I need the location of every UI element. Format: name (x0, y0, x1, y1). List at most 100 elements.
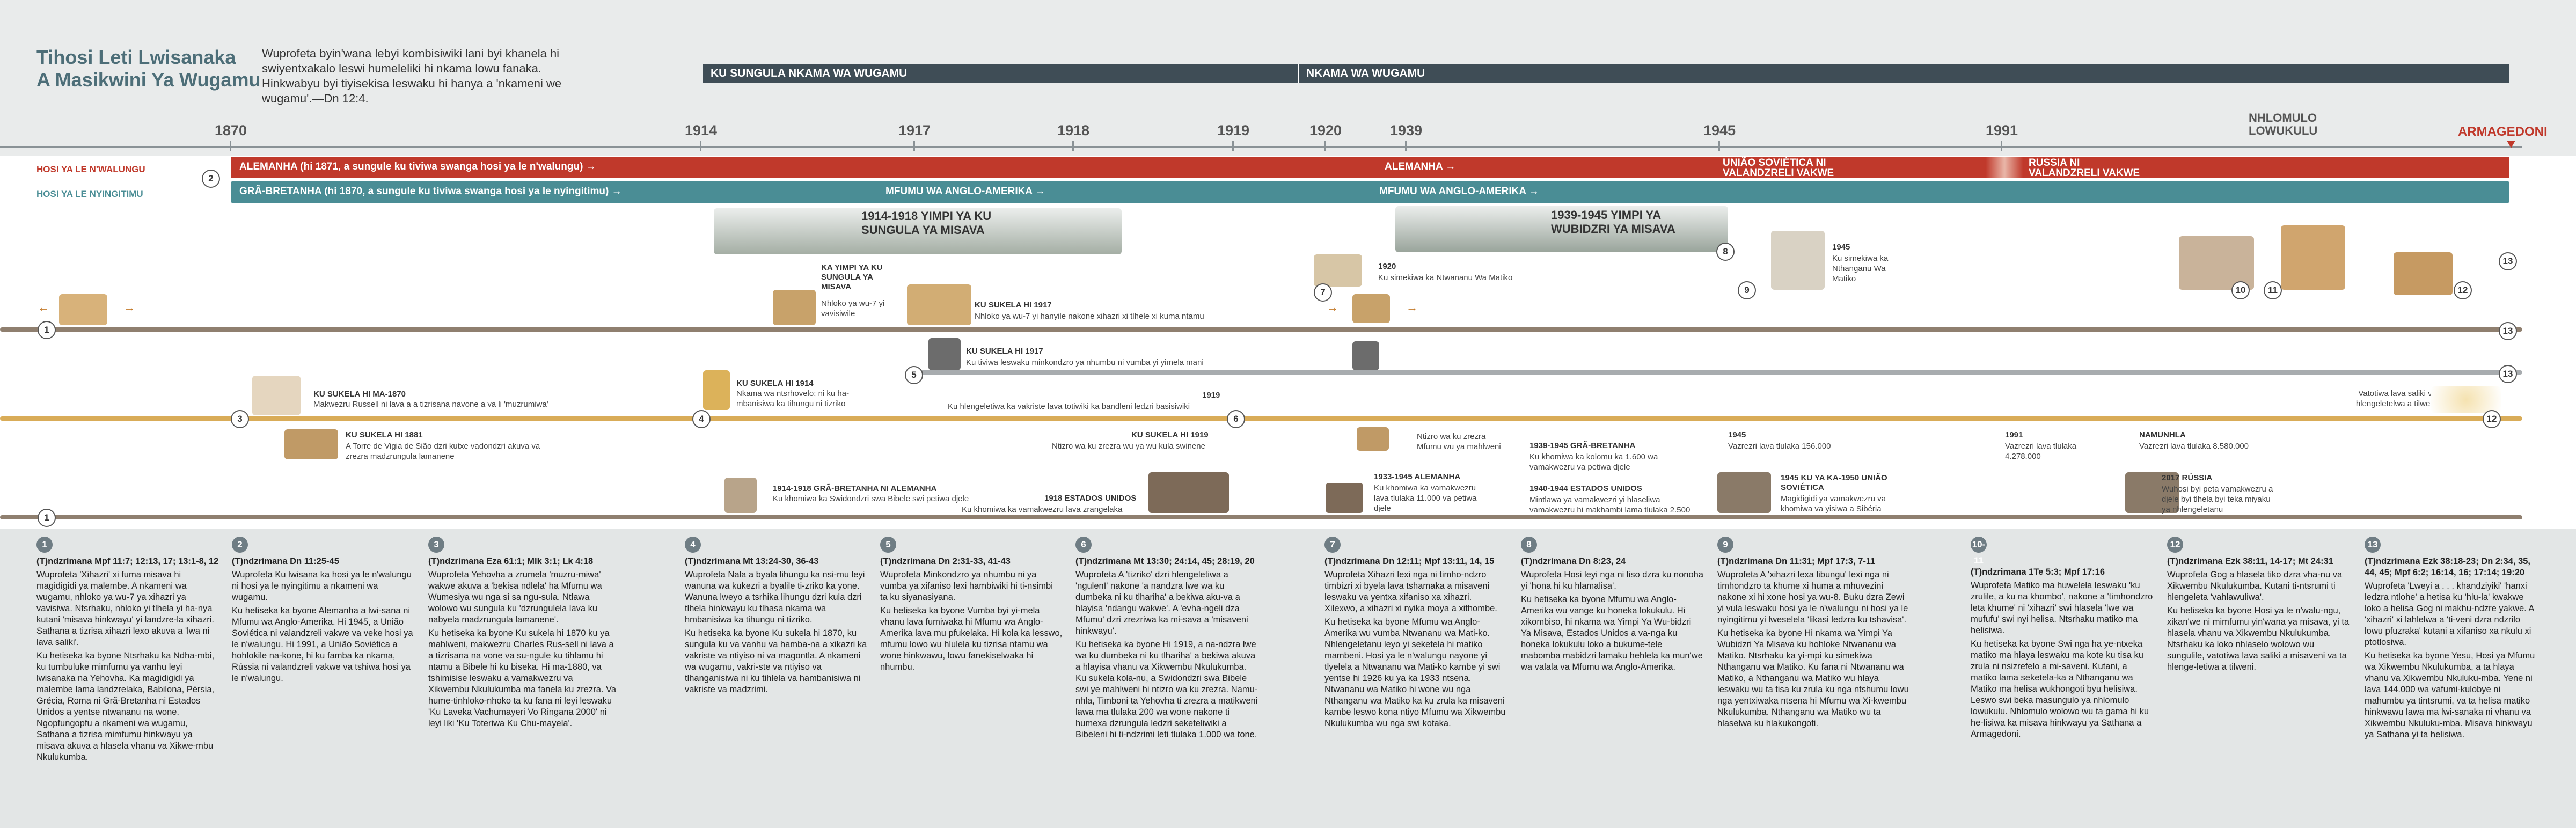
column-number: 12 (2167, 537, 2183, 553)
event-1940-text: Mintlawa ya vamakwezri yi hlaseliwa vama… (1529, 495, 1690, 515)
ww2-illustration (1395, 206, 1728, 252)
year-1945: 1945 (1703, 122, 1736, 138)
north-bar-fade (1986, 157, 2023, 178)
page-title: Tihosi Leti Lwisanaka A Masikwini Ya Wug… (36, 46, 261, 91)
south-bar-text-1: GRÃ-BRETANHA (hi 1870, a sungule ku tivi… (239, 186, 622, 197)
column-fulfillment: Ku hetiseka ka byone Hi nkama wa Yimpi Y… (1717, 628, 1909, 728)
column-reference: (T)ndzrimana Ezk 38:18-23; Dn 2:34, 35, … (2365, 556, 2531, 577)
russell-illustration (252, 376, 301, 415)
column-reference: (T)ndzrimana Dn 8:23, 24 (1521, 556, 1626, 566)
russia-illustration (2125, 472, 2179, 513)
train-illustration (1717, 472, 1771, 513)
brothers-illustration (1148, 472, 1229, 513)
north-bar-text-3: UNIÃO SOVIÉTICA NI VALANDZRELI VAKWE → (1723, 157, 1834, 188)
column-reference: (T)ndzrimana Ezk 38:11, 14-17; Mt 24:31 (2167, 556, 2333, 566)
event-1870-text: Makwezru Russell ni lava a a tizrisana n… (313, 400, 548, 409)
column-number: 3 (428, 537, 444, 553)
league-building-illustration (1314, 254, 1362, 287)
arrow-left: ← (38, 301, 49, 314)
wounded-head-illustration (773, 290, 816, 325)
north-king-bar (231, 157, 2509, 178)
explanation-column: 12 (T)ndzrimana Ezk 38:11, 14-17; Mt 24:3… (2167, 537, 2350, 675)
marker-11: 11 (2264, 281, 2282, 299)
event-1918-title: 1918 ESTADOS UNIDOS (1044, 494, 1137, 503)
event-1917b-title: KU SUKELA HI 1917 (966, 347, 1043, 356)
band-divider (1298, 64, 1299, 83)
german-illustration (1326, 483, 1363, 513)
column-fulfillment: Ku hetiseka ka byone Ku sukela hi 1870, … (685, 628, 867, 694)
persecution-line (0, 515, 2522, 519)
event-1919b-title: KU SUKELA HI 1919 (1131, 430, 1209, 439)
event-namunhla-text: Vazrezri lava tlulaka 8.580.000 (2139, 442, 2249, 451)
prison-illustration (724, 478, 757, 513)
destruction-illustration (2281, 225, 2345, 290)
explanation-column: 7(T)ndzrimana Dn 12:11; Mpf 13:11, 14, 1… (1324, 537, 1507, 731)
event-1917b-text: Ku tiviwa leswaku minkondzro ya nhumbu n… (966, 358, 1204, 367)
event-1919a-text: Ku hlengeletiwa ka vakriste lava totiwik… (948, 402, 1190, 411)
column-number: 4 (685, 537, 701, 553)
event-1945a-title: 1945 (1832, 243, 1850, 252)
marker-13-b: 13 (2499, 322, 2517, 340)
column-fulfillment: Ku hetiseka ka byone Swi nga ha ye-ntxek… (1971, 639, 2149, 739)
wheat-illustration (703, 370, 730, 410)
north-bar-text-1: ALEMANHA (hi 1871, a sungule ku tiviwa s… (239, 161, 596, 172)
column-number: 2 (232, 537, 248, 553)
column-prophecy: Wuprofeta A 'xihazri lexa libungu' lexi … (1717, 570, 1908, 625)
event-1991-text: Vazrezri lava tlulaka 4.278.000 (2005, 442, 2077, 461)
column-fulfillment: Ku hetiseka ka byone Mfumu wa Anglo-Amer… (1324, 617, 1506, 728)
explanation-column: 3(T)ndzrimana Eza 61:1; Mlk 3:1; Lk 4:18… (428, 537, 616, 731)
column-prophecy: Wuprofeta A 'tizriko' dzri hlengeletiwa … (1075, 570, 1248, 636)
column-fulfillment: Ku hetiseka ka byone Hi 1919, a na-ndzra… (1075, 640, 1258, 739)
tick (2001, 141, 2002, 151)
column-prophecy: Wuprofeta Minkondzro ya nhumbu ni ya vum… (880, 570, 1053, 602)
beast-1917-illustration (907, 284, 971, 325)
marker-1-b: 1 (38, 509, 56, 527)
timeline-ruler (0, 146, 2522, 148)
event-1914gb-title: 1914-1918 GRÃ-BRETANHA NI ALEMANHA (773, 484, 937, 493)
north-bar-text-2: ALEMANHA → (1385, 161, 1456, 172)
year-1917: 1917 (898, 122, 931, 138)
heaven-illustration (2431, 386, 2501, 413)
iron-feet-illustration-2 (1352, 341, 1379, 370)
column-reference: (T)ndzrimana Mpf 11:7; 12:13, 17; 13:1-8… (36, 556, 219, 566)
marker-8: 8 (1716, 243, 1735, 261)
event-1914-text: Nkama wa ntsrhovelo; ni ku ha-mbanisiwa … (736, 389, 850, 408)
event-1945a-text: Ku simekiwa ka Nthanganu Wa Matiko (1832, 254, 1889, 283)
marker-7: 7 (1314, 283, 1332, 302)
label-armagedoni: ARMAGEDONI (2458, 124, 2548, 139)
preaching-line (0, 416, 2522, 421)
band-nkama: NKAMA WA WUGAMU (1299, 64, 2509, 83)
event-1920b-text: Ntizro wa ku zrezra Mfumu wu ya mahlweni (1417, 432, 1501, 451)
column-number: 10-11 (1971, 537, 1987, 566)
south-king-bar (231, 181, 2509, 203)
explanation-column: 13 (T)ndzrimana Ezk 38:18-23; Dn 2:34, 35… (2365, 537, 2536, 743)
year-1918: 1918 (1057, 122, 1090, 138)
ww2-title: 1939-1945 YIMPI YA WUBIDZRI YA MISAVA (1551, 208, 1675, 236)
event-1945b-text: Vazrezri lava tlulaka 156.000 (1728, 442, 1831, 451)
gog-illustration (2394, 252, 2453, 295)
event-2017-title: 2017 RÚSSIA (2162, 473, 2213, 482)
column-number: 9 (1717, 537, 1733, 553)
marker-9: 9 (1738, 281, 1756, 299)
tick (700, 141, 701, 151)
marker-3: 3 (231, 410, 249, 428)
event-namunhla-title: NAMUNHLA (2139, 430, 2186, 439)
event-1939-text: Ku khomiwa ka kolomu ka 1.600 wa vamakwe… (1529, 452, 1658, 472)
column-fulfillment: Ku hetiseka ka byone Mfumu wa Anglo-Amer… (1521, 595, 1703, 672)
column-number: 13 (2365, 537, 2381, 553)
event-1920-text: Ku simekiwa ka Ntwananu Wa Matiko (1378, 273, 1513, 282)
event-2017-text: Wuhosi byi peta vamakwezru a djele byi t… (2162, 485, 2273, 514)
label-nhlomulo: NHLOMULO LOWUKULU (2249, 111, 2318, 137)
tick (913, 141, 915, 151)
column-prophecy: Wuprofeta Xihazri lexi nga ni timho-ndzr… (1324, 570, 1497, 613)
marker-12: 12 (2454, 281, 2472, 299)
event-1940-title: 1940-1944 ESTADOS UNIDOS (1529, 484, 1642, 493)
column-reference: (T)ndzrimana 1Te 5:3; Mpf 17:16 (1971, 567, 2105, 577)
year-1920: 1920 (1309, 122, 1342, 138)
column-reference: (T)ndzrimana Dn 11:25-45 (232, 556, 339, 566)
event-1917a-title: KU SUKELA HI 1917 (975, 301, 1052, 310)
year-1870: 1870 (214, 122, 247, 138)
